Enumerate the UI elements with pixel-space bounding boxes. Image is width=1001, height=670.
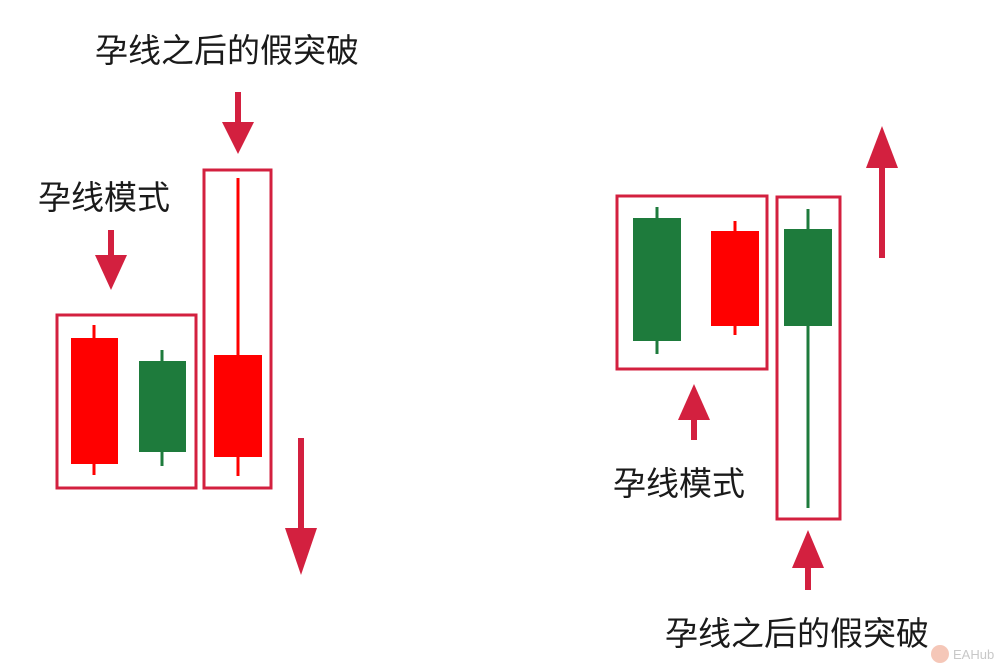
candle-red-right-2: [711, 221, 759, 335]
left-breakout-frame: [202, 168, 273, 490]
candle-red-left-1: [71, 325, 118, 475]
right-breakout-up-arrow: [792, 530, 824, 590]
left-big-down-arrow: [285, 438, 317, 575]
right-false-breakout-label: 孕线之后的假突破: [665, 614, 929, 653]
right-big-up-arrow: [866, 126, 898, 258]
left-false-breakout-label: 孕线之后的假突破: [95, 31, 359, 70]
candle-green-left-2: [139, 350, 186, 466]
left-pattern-down-arrow: [95, 230, 127, 290]
left-pattern-frame: [55, 313, 198, 490]
right-pattern-label: 孕线模式: [613, 464, 745, 503]
watermark-logo-icon: [931, 645, 949, 663]
right-pattern-up-arrow: [678, 384, 710, 440]
left-top-down-arrow: [222, 92, 254, 154]
left-pattern-label: 孕线模式: [38, 178, 170, 217]
watermark-text: EAHub: [953, 647, 994, 662]
candle-green-right-breakout: [784, 209, 832, 508]
right-breakout-frame: [775, 195, 842, 521]
candle-green-right-1: [633, 207, 681, 354]
candle-red-left-breakout: [214, 178, 262, 476]
watermark: EAHub: [931, 645, 994, 663]
right-pattern-frame: [615, 194, 769, 371]
